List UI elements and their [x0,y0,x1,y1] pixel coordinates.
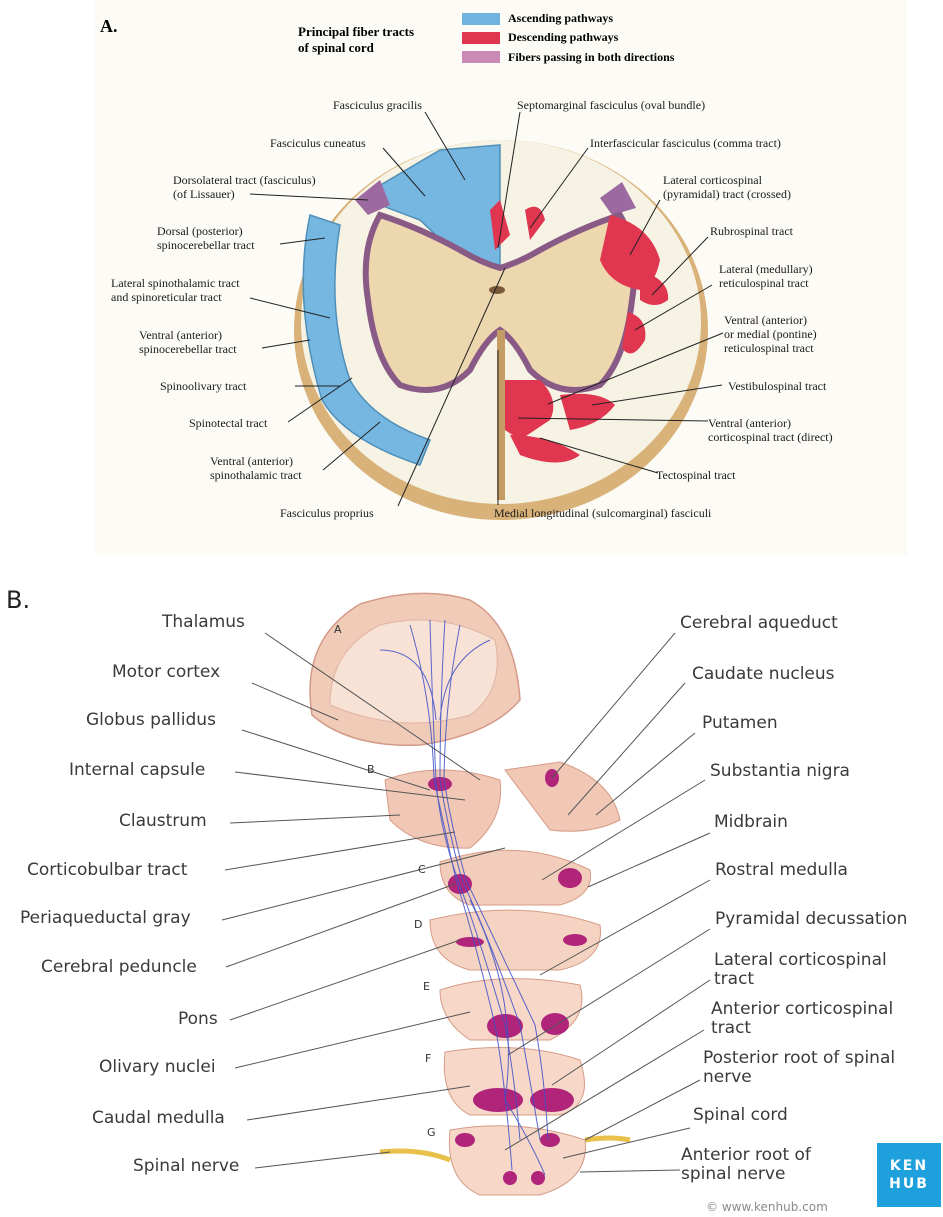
label-tectospinal-tract: Tectospinal tract [656,468,735,482]
label-olivary-nuclei: Olivary nuclei [99,1058,216,1077]
brain-section-illustration [310,593,630,1195]
label-cerebral-aqueduct: Cerebral aqueduct [680,614,838,633]
label-thalamus: Thalamus [162,613,245,632]
label-fasciculus-cuneatus: Fasciculus cuneatus [270,136,366,150]
label-substantia-nigra: Substantia nigra [710,762,850,781]
label-interfascicular-fasciculus: Interfascicular fasciculus (comma tract) [590,136,781,150]
label-ventral-reticulospinal: Ventral (anterior) or medial (pontine) r… [724,313,817,355]
logo-text-ken: KEN [877,1157,941,1175]
label-medial-longitudinal: Medial longitudinal (sulcomarginal) fasc… [494,506,711,520]
label-globus-pallidus: Globus pallidus [86,711,216,730]
label-lateral-reticulospinal: Lateral (medullary) reticulospinal tract [719,262,813,290]
label-midbrain: Midbrain [714,813,788,832]
panel-b-letter: B. [6,586,30,614]
label-vestibulospinal-tract: Vestibulospinal tract [728,379,826,393]
label-anterior-corticospinal-tract: Anterior corticospinal tract [711,1000,893,1038]
section-letter-b: B [367,760,375,779]
label-lateral-corticospinal: Lateral corticospinal (pyramidal) tract … [663,173,791,201]
label-spinal-cord: Spinal cord [693,1106,788,1125]
section-letter-d: D [414,915,422,934]
section-letter-f: F [425,1049,431,1068]
section-letter-e: E [423,977,430,996]
section-letter-g: G [427,1123,436,1142]
label-fasciculus-gracilis: Fasciculus gracilis [333,98,422,112]
label-rostral-medulla: Rostral medulla [715,861,848,880]
label-ventral-spinothalamic: Ventral (anterior) spinothalamic tract [210,454,302,482]
label-putamen: Putamen [702,714,778,733]
section-letter-a: A [334,620,342,639]
label-anterior-root: Anterior root of spinal nerve [681,1146,811,1184]
label-septomarginal-fasciculus: Septomarginal fasciculus (oval bundle) [517,98,705,112]
label-caudate-nucleus: Caudate nucleus [692,665,835,684]
label-cerebral-peduncle: Cerebral peduncle [41,958,197,977]
label-spinotectal-tract: Spinotectal tract [189,416,267,430]
label-lateral-corticospinal-tract: Lateral corticospinal tract [714,951,887,989]
logo-text-hub: HUB [877,1175,941,1193]
label-ventral-corticospinal: Ventral (anterior) corticospinal tract (… [708,416,833,444]
label-fasciculus-proprius: Fasciculus proprius [280,506,374,520]
kenhub-logo: KEN HUB [877,1143,941,1207]
label-dorsolateral-tract: Dorsolateral tract (fasciculus) (of Liss… [173,173,316,201]
label-lateral-spinothalamic: Lateral spinothalamic tract and spinoret… [111,276,240,304]
label-rubrospinal-tract: Rubrospinal tract [710,224,793,238]
label-pyramidal-decussation: Pyramidal decussation [715,910,907,929]
label-spinal-nerve: Spinal nerve [133,1157,239,1176]
label-ventral-spinocerebellar: Ventral (anterior) spinocerebellar tract [139,328,237,356]
spinal-cord-cross-section [294,140,708,520]
label-pons: Pons [178,1010,218,1029]
section-letter-c: C [418,860,426,879]
label-internal-capsule: Internal capsule [69,761,205,780]
label-motor-cortex: Motor cortex [112,663,220,682]
label-claustrum: Claustrum [119,812,207,831]
label-dorsal-spinocerebellar: Dorsal (posterior) spinocerebellar tract [157,224,255,252]
copyright-notice: © www.kenhub.com [706,1200,828,1214]
label-corticobulbar-tract: Corticobulbar tract [27,861,187,880]
label-posterior-root: Posterior root of spinal nerve [703,1049,895,1087]
label-periaqueductal-gray: Periaqueductal gray [20,909,191,928]
label-spinoolivary-tract: Spinoolivary tract [160,379,246,393]
label-caudal-medulla: Caudal medulla [92,1109,225,1128]
